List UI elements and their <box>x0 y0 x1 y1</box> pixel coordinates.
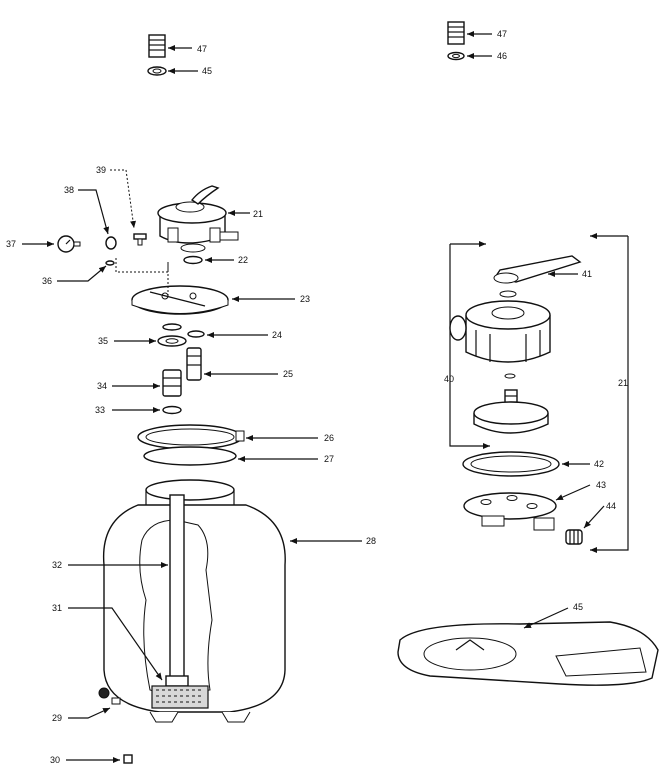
callout-23: 23 <box>300 294 310 304</box>
leader-38 <box>78 189 110 235</box>
callout-41: 41 <box>582 269 592 279</box>
callout-24: 24 <box>272 330 282 340</box>
part-30-plug <box>123 754 133 764</box>
callout-33: 33 <box>95 405 105 415</box>
callout-22: 22 <box>238 255 248 265</box>
leader-45-tray <box>523 607 569 629</box>
part-25-adapter <box>186 347 202 381</box>
part-38-gauge-adapter <box>105 236 117 250</box>
part-44-spring <box>565 529 583 545</box>
callout-45-left: 45 <box>202 66 212 76</box>
part-42-gasket <box>462 451 560 477</box>
part-47-right-strainer <box>447 21 465 45</box>
callout-34: 34 <box>97 381 107 391</box>
part-22-oring <box>183 255 203 265</box>
part-47-left-strainer <box>148 34 166 58</box>
callout-26: 26 <box>324 433 334 443</box>
part-41-handle <box>493 255 582 298</box>
callout-45-tray: 45 <box>573 602 583 612</box>
callout-38: 38 <box>64 185 74 195</box>
part-29-drain-plug <box>98 687 121 705</box>
leader-29 <box>68 707 111 719</box>
callout-36: 36 <box>42 276 52 286</box>
part-24-oring <box>187 330 205 338</box>
callout-21-right: 21 <box>618 378 628 388</box>
part-45-left-ring <box>147 66 167 76</box>
leader-36 <box>57 265 107 282</box>
callout-35: 35 <box>98 336 108 346</box>
part-26-clamp-ring <box>137 424 245 450</box>
leader-31 <box>68 607 163 681</box>
callout-37: 37 <box>6 239 16 249</box>
part-36-oring <box>105 260 115 266</box>
part-valve-top-body <box>449 300 551 363</box>
callout-40: 40 <box>444 374 454 384</box>
part-33-oring <box>162 405 182 415</box>
part-39-air-relief <box>133 233 147 246</box>
callout-27: 27 <box>324 454 334 464</box>
part-43-valve-base <box>463 492 557 531</box>
callout-30: 30 <box>50 755 60 765</box>
part-46-right-ring <box>447 51 465 61</box>
callout-28: 28 <box>366 536 376 546</box>
callout-31: 31 <box>52 603 62 613</box>
callout-47-left: 47 <box>197 44 207 54</box>
callout-43: 43 <box>596 480 606 490</box>
guide-gauge-to-valve <box>115 258 169 273</box>
callout-42: 42 <box>594 459 604 469</box>
part-27-tank-oring <box>143 446 237 466</box>
part-35-gasket <box>157 323 187 347</box>
part-21-multiport-valve <box>157 185 239 253</box>
part-23-cover-plate <box>131 285 229 315</box>
callout-25: 25 <box>283 369 293 379</box>
part-rotor-diverter <box>473 373 549 434</box>
part-32-standpipe <box>169 494 185 678</box>
bracket-21 <box>590 236 629 553</box>
part-31-lateral-assembly <box>151 675 209 709</box>
callout-47-right: 47 <box>497 29 507 39</box>
callout-29: 29 <box>52 713 62 723</box>
callout-21-left: 21 <box>253 209 263 219</box>
callout-44: 44 <box>606 501 616 511</box>
callout-46-right: 46 <box>497 51 507 61</box>
bracket-40 <box>449 244 490 449</box>
leader-43 <box>555 484 591 501</box>
callout-39: 39 <box>96 165 106 175</box>
callout-32: 32 <box>52 560 62 570</box>
part-37-pressure-gauge <box>57 235 81 253</box>
part-45-base-tray <box>397 621 659 686</box>
leader-44 <box>583 505 605 529</box>
leader-39 <box>110 169 137 229</box>
part-34-fitting <box>162 369 182 397</box>
